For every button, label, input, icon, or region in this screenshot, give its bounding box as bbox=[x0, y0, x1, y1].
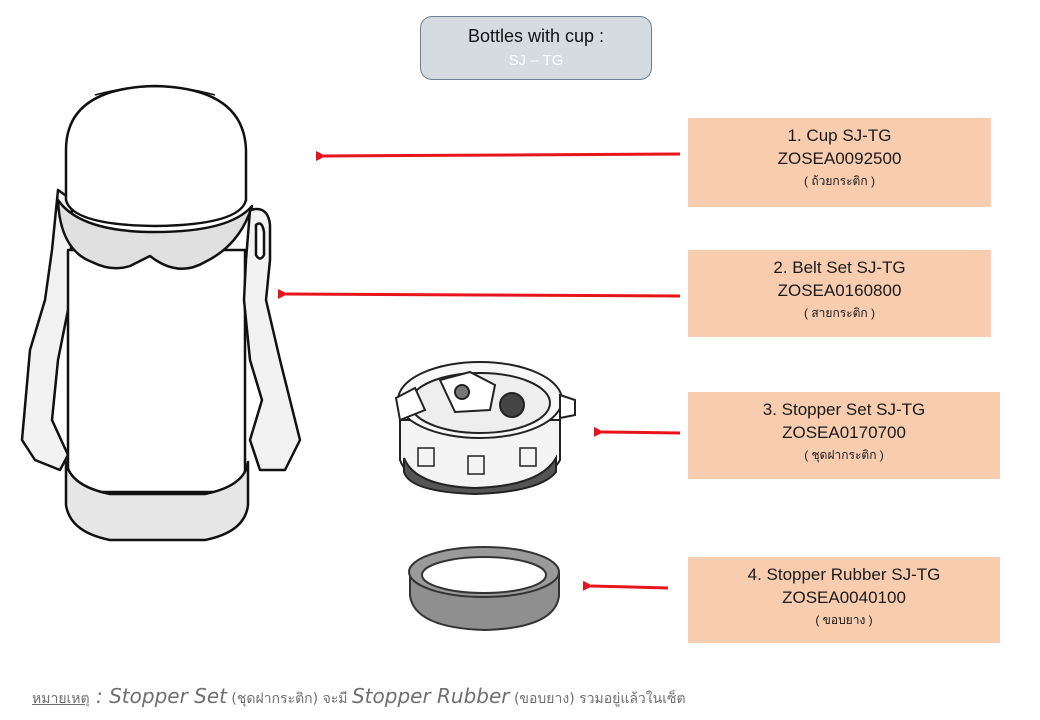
arrow-stopper bbox=[593, 426, 681, 437]
arrow-belt bbox=[277, 288, 681, 299]
note-stopper-rubber: Stopper Rubber bbox=[351, 684, 510, 708]
part-code: ZOSEA0092500 bbox=[777, 149, 902, 168]
part-name: 1. Cup SJ-TG bbox=[787, 126, 892, 145]
bottle-illustration bbox=[20, 84, 302, 542]
footnote: หมายเหตุ : Stopper Set (ชุดฝากระติก) จะม… bbox=[32, 684, 686, 710]
arrow-rubber bbox=[582, 580, 669, 591]
note-stopper-set: Stopper Set bbox=[109, 684, 227, 708]
part-box-stopper: 3. Stopper Set SJ-TG ZOSEA0170700 ( ชุดฝ… bbox=[688, 392, 1000, 479]
note-label: หมายเหตุ bbox=[32, 691, 90, 707]
stopper-illustration bbox=[394, 361, 576, 496]
part-code: ZOSEA0160800 bbox=[777, 281, 902, 300]
part-thai: ( ชุดฝากระติก ) bbox=[804, 448, 884, 462]
part-code: ZOSEA0040100 bbox=[782, 588, 906, 607]
part-name: 3. Stopper Set SJ-TG bbox=[762, 400, 926, 419]
note-included-in-set: รวมอยู่แล้วในเซ็ต bbox=[579, 691, 686, 707]
note-stopper-rubber-thai: (ขอบยาง) bbox=[509, 691, 580, 707]
part-box-cup: 1. Cup SJ-TG ZOSEA0092500 ( ถ้วยกระติก ) bbox=[688, 118, 991, 207]
part-box-belt: 2. Belt Set SJ-TG ZOSEA0160800 ( สายกระต… bbox=[688, 250, 991, 337]
part-thai: ( ขอบยาง ) bbox=[815, 613, 873, 627]
title-text: Bottles with cup : bbox=[467, 26, 605, 46]
arrow-cup bbox=[315, 151, 681, 162]
part-thai: ( สายกระติก ) bbox=[804, 306, 875, 320]
rubber-ring-illustration bbox=[408, 546, 560, 632]
title-box: Bottles with cup : SJ – TG bbox=[420, 16, 652, 80]
part-name: 2. Belt Set SJ-TG bbox=[773, 258, 906, 277]
part-box-rubber: 4. Stopper Rubber SJ-TG ZOSEA0040100 ( ข… bbox=[688, 557, 1000, 643]
note-stopper-set-thai: (ชุดฝากระติก) bbox=[226, 691, 323, 707]
part-name: 4. Stopper Rubber SJ-TG bbox=[747, 565, 941, 584]
model-text: SJ – TG bbox=[508, 52, 564, 69]
note-includes: จะมี bbox=[322, 691, 352, 707]
part-thai: ( ถ้วยกระติก ) bbox=[804, 174, 875, 188]
note-colon: : bbox=[89, 684, 110, 708]
part-code: ZOSEA0170700 bbox=[782, 423, 906, 442]
